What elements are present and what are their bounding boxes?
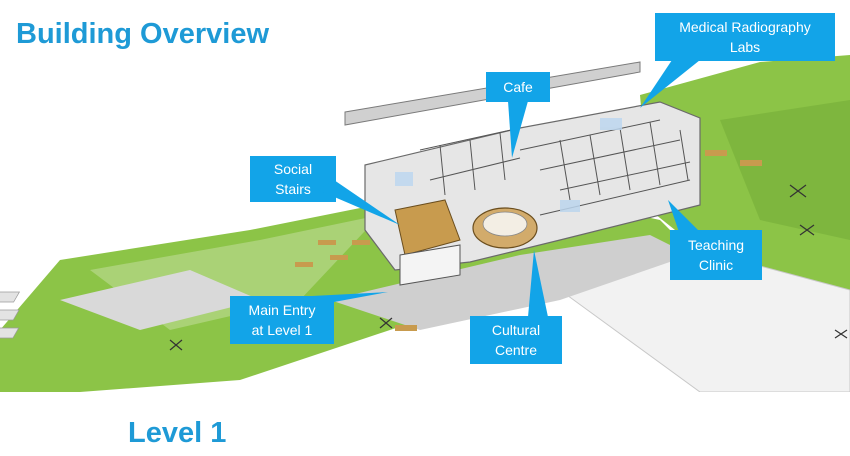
callout-social-stairs: Social Stairs <box>250 156 336 202</box>
building-illustration <box>0 55 850 392</box>
callout-cafe: Cafe <box>486 72 550 102</box>
benches <box>295 150 762 331</box>
hill-right-shade <box>720 100 850 240</box>
callout-main-entry: Main Entry at Level 1 <box>230 296 334 344</box>
callout-teaching-clinic: Teaching Clinic <box>670 230 762 280</box>
terraces <box>0 291 21 339</box>
stairs-block <box>394 199 461 256</box>
path-left <box>60 270 260 330</box>
room-grid <box>419 119 691 216</box>
trees <box>169 184 848 351</box>
callout-cultural-centre: Cultural Centre <box>470 316 562 364</box>
page-title: Building Overview <box>16 18 269 50</box>
entry-canopy <box>399 244 461 286</box>
plaza <box>330 235 690 330</box>
callout-medical-radiography-labs: Medical Radiography Labs <box>655 13 835 61</box>
level-label: Level 1 <box>128 417 227 449</box>
